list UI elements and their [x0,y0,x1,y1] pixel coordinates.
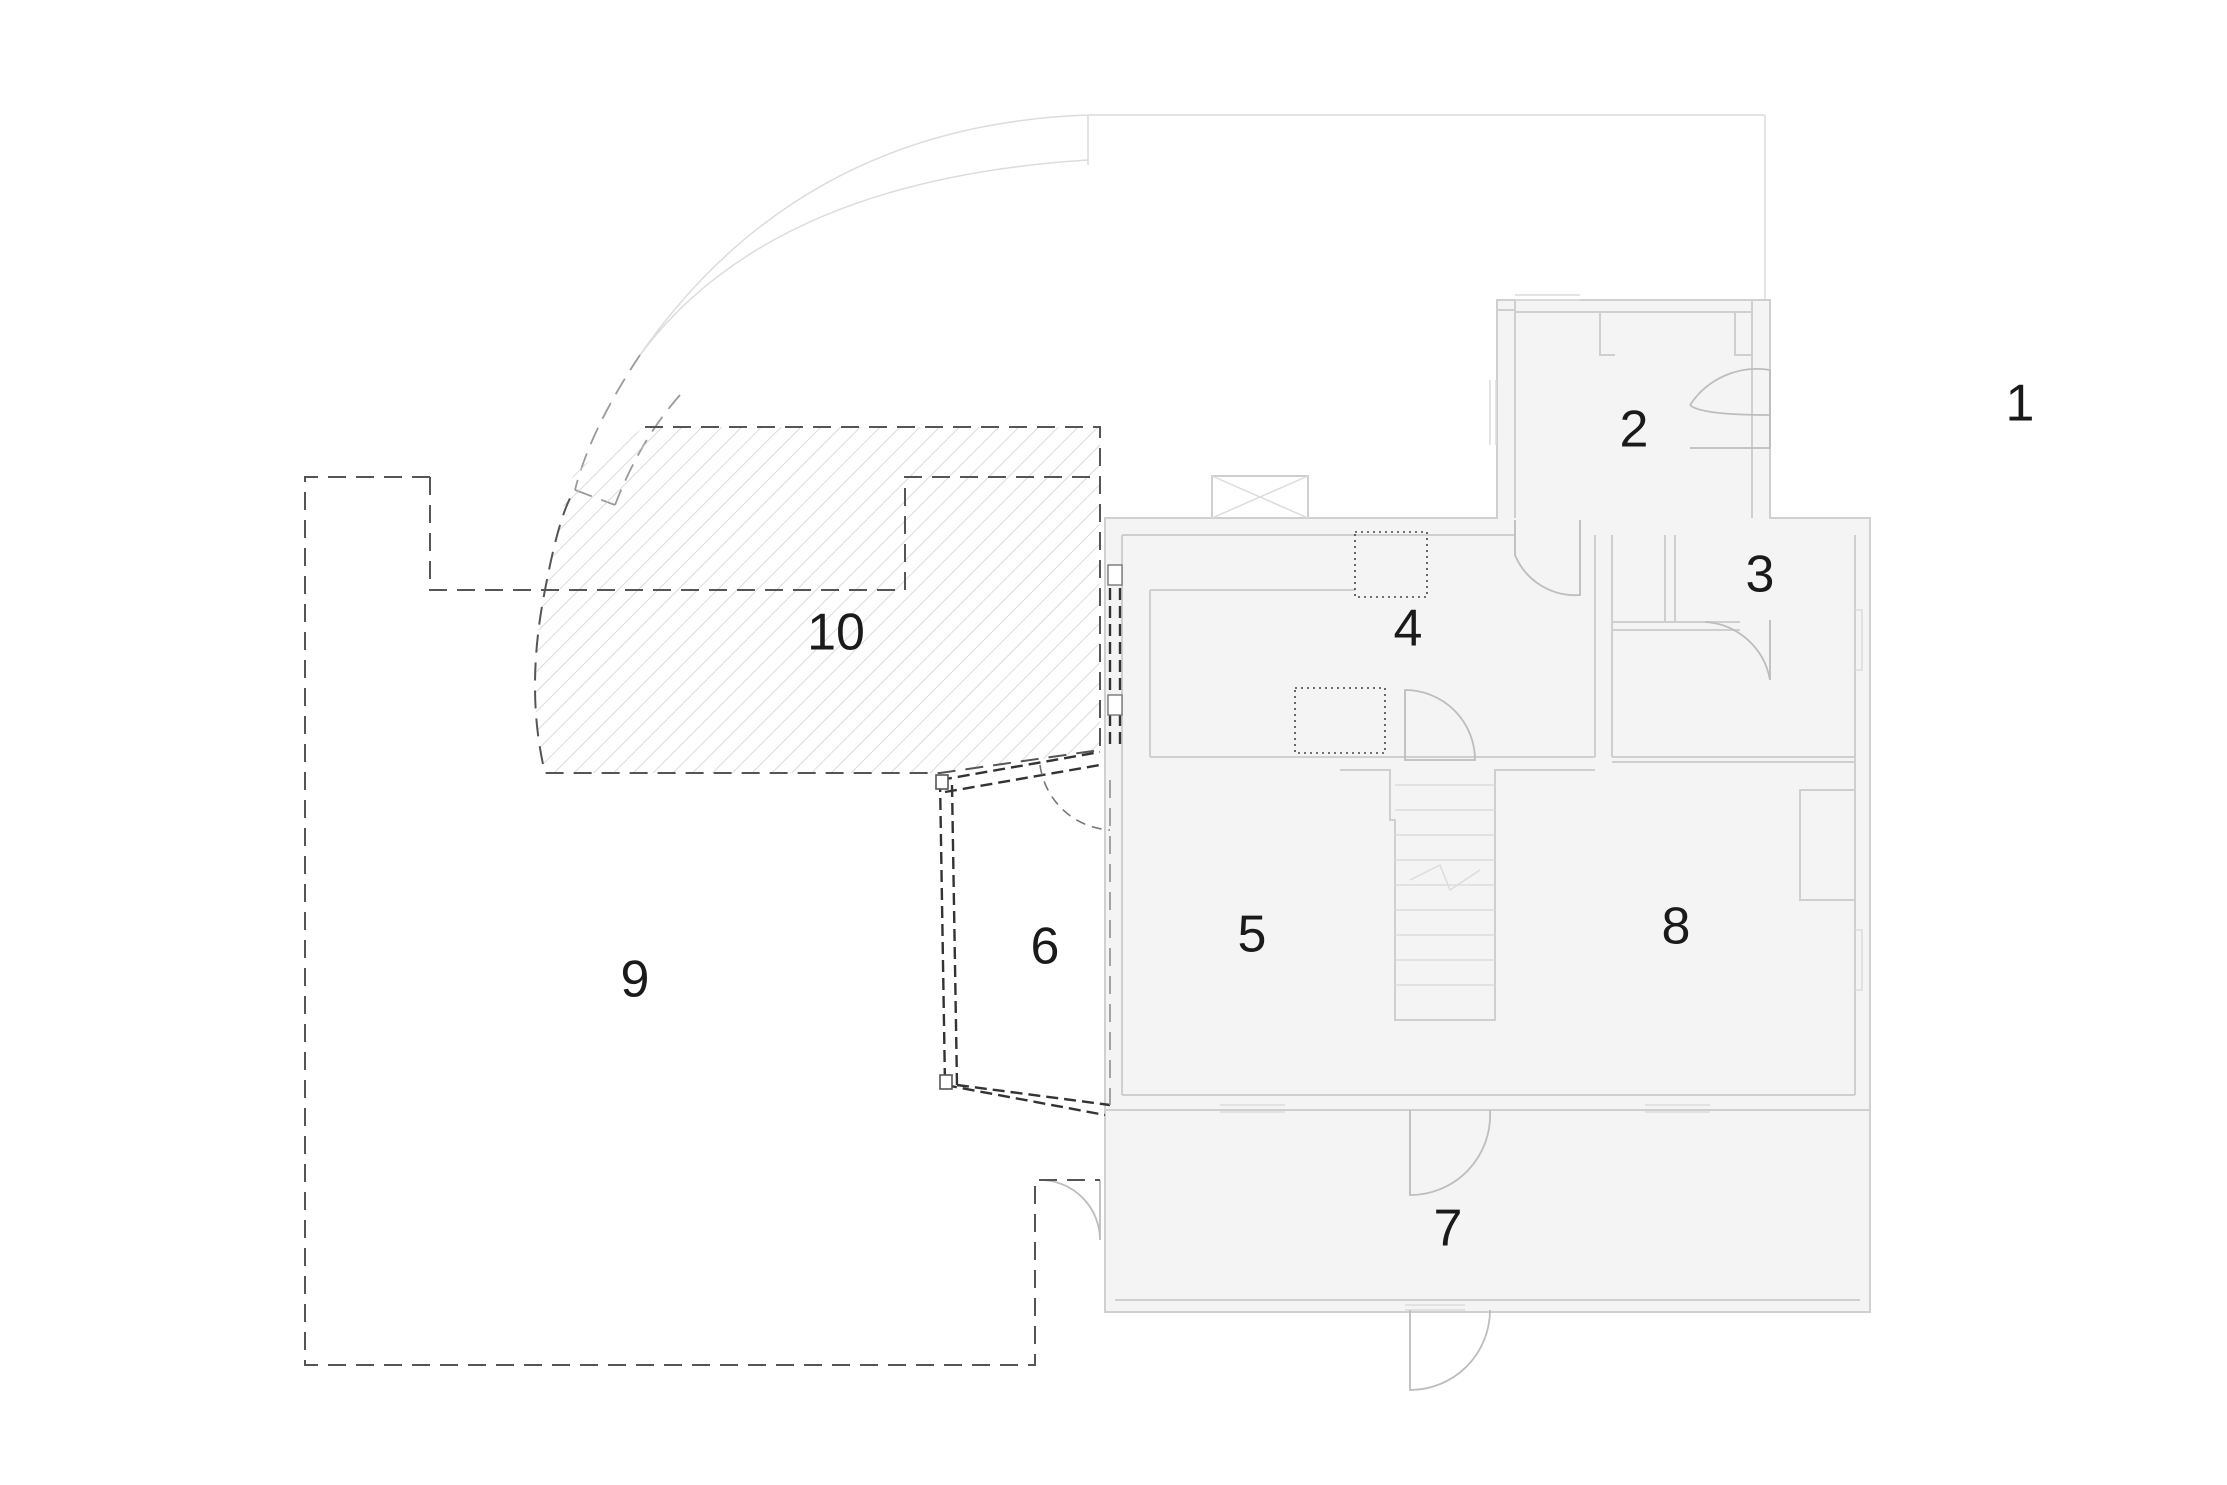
fixture-box-upper [1354,531,1428,598]
house-main-outline [1104,299,1871,1111]
room-label-1: 1 [2006,375,2035,433]
room-labels: 1 2 3 4 5 6 7 8 9 10 [621,375,2035,1258]
hatched-area-10 [429,426,1101,774]
existing-house [1039,294,1871,1391]
room-label-8: 8 [1662,898,1691,956]
room-label-2: 2 [1620,401,1649,459]
staircase [1395,784,1495,986]
room-label-10: 10 [807,604,865,662]
fixture-box-lower [1294,687,1386,754]
room-label-9: 9 [621,951,650,1009]
room-label-6: 6 [1031,918,1060,976]
porch-outline [1104,1109,1871,1313]
dashed-area-6 [935,564,1123,1117]
room-label-7: 7 [1434,1200,1463,1258]
room-label-5: 5 [1238,906,1267,964]
room-label-3: 3 [1746,546,1775,604]
dashed-area-9 [304,476,1100,1366]
room-label-4: 4 [1394,600,1423,658]
